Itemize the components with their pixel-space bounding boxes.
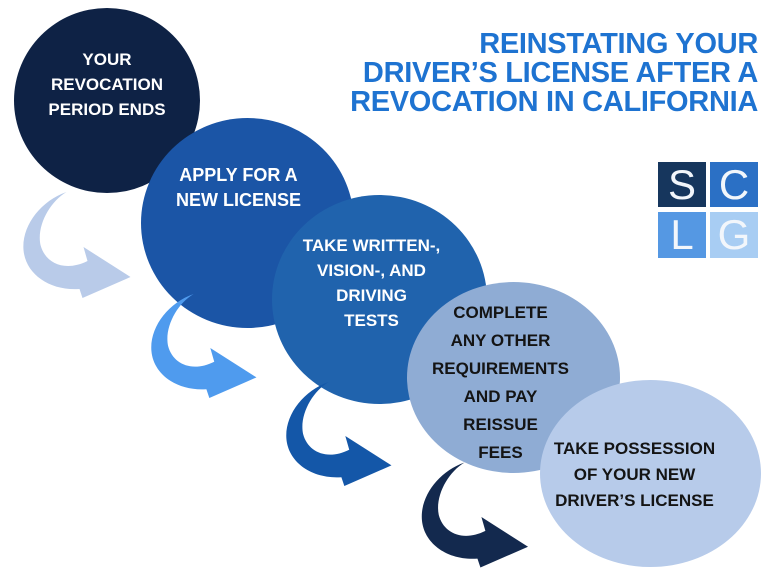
- flow-arrow-2-icon: [151, 293, 257, 399]
- logo-square-s: S: [658, 162, 706, 207]
- sclg-logo: S C L G: [658, 162, 758, 258]
- step-2-label: APPLY FOR A NEW LICENSE: [175, 165, 301, 210]
- page-title: REINSTATING YOUR DRIVER’S LICENSE AFTER …: [350, 30, 758, 117]
- flow-arrow-4-shape: [421, 462, 529, 568]
- logo-square-l: L: [658, 212, 706, 258]
- step-5-label: TAKE POSSESSION OF YOUR NEW DRIVER’S LIC…: [553, 438, 716, 510]
- page-title-line-2: DRIVER’S LICENSE AFTER A: [362, 57, 758, 89]
- flow-arrow-1-icon: [23, 192, 131, 298]
- flow-arrow-3-icon: [286, 381, 392, 487]
- flow-arrow-1-shape: [23, 192, 131, 298]
- step-4-label: COMPLETE ANY OTHER REQUIREMENTS AND PAY …: [432, 302, 569, 462]
- page-title-line-3: REVOCATION IN CALIFORNIA: [350, 86, 758, 118]
- page-title-line-1: REINSTATING YOUR: [479, 28, 758, 60]
- step-circle-5: TAKE POSSESSION OF YOUR NEW DRIVER’S LIC…: [540, 380, 761, 567]
- logo-square-c: C: [710, 162, 758, 207]
- step-1-label: YOUR REVOCATION PERIOD ENDS: [48, 50, 166, 119]
- step-circle-2: APPLY FOR A NEW LICENSE: [141, 118, 354, 328]
- logo-square-g: G: [710, 212, 758, 258]
- flow-arrow-3-shape: [286, 381, 392, 487]
- step-circle-1: YOUR REVOCATION PERIOD ENDS: [14, 8, 200, 193]
- step-3-label: TAKE WRITTEN-, VISION-, AND DRIVING TEST…: [302, 235, 441, 330]
- flow-arrow-4-icon: [421, 462, 529, 568]
- flow-arrow-2-shape: [151, 293, 257, 399]
